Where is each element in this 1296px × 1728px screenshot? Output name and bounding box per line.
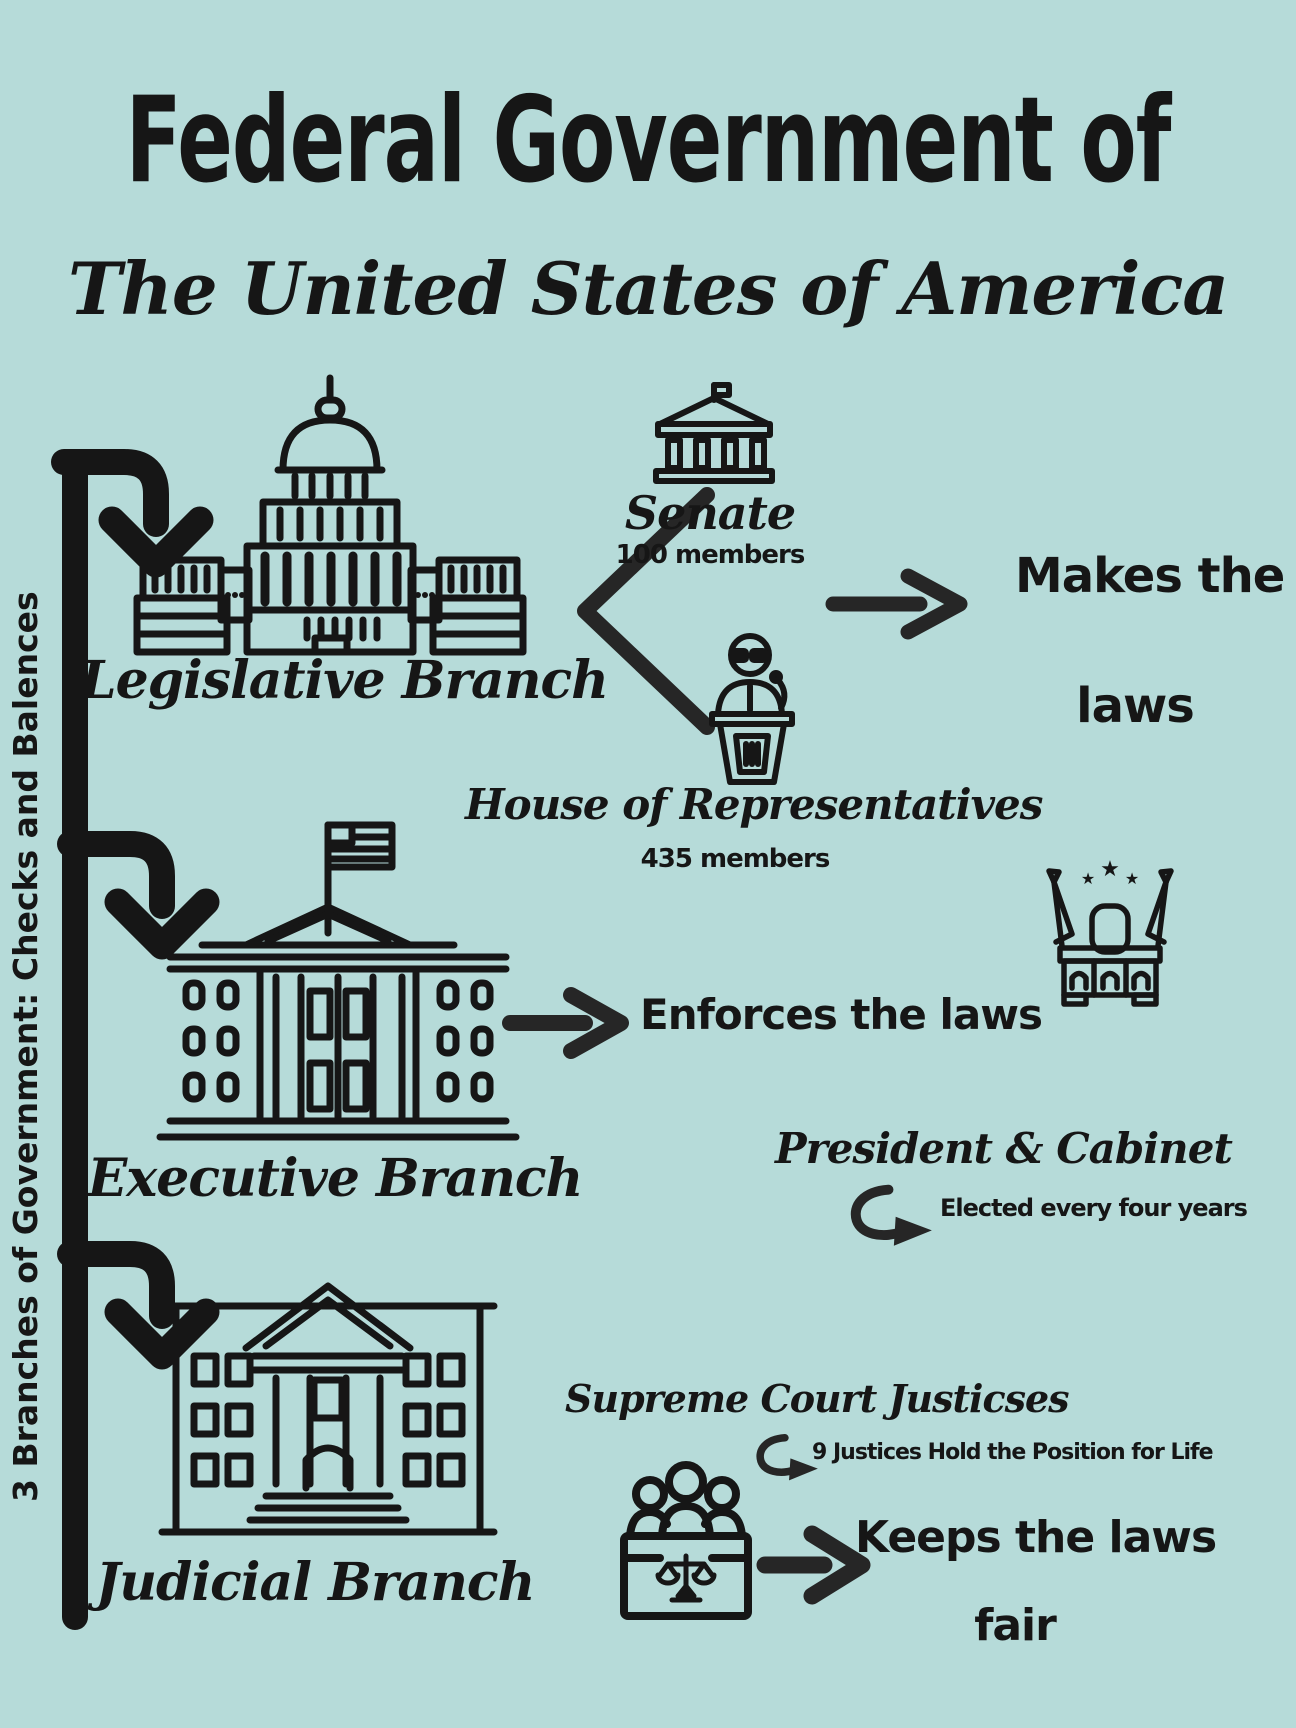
checks-and-balances-vertical-label: 3 Branches of Government: Checks and Bal… (6, 591, 45, 1502)
svg-text:★: ★ (1081, 869, 1095, 888)
page-title: Federal Government of (125, 72, 1172, 210)
judicial-function-line1: Keeps the laws (855, 1512, 1217, 1563)
president-cabinet-label: President & Cabinet (775, 1124, 1233, 1173)
resolute-desk-icon: ★ ★ ★ (1046, 857, 1174, 1007)
elected-note-hook-arrow-icon (850, 1184, 932, 1246)
legislative-function-line1: Makes the (1015, 548, 1285, 604)
senate-building-icon (653, 382, 775, 484)
white-house-icon (156, 821, 520, 1141)
justices-note-hook-arrow-icon (756, 1434, 818, 1481)
executive-branch-label: Executive Branch (87, 1148, 584, 1209)
elbow-arrow-legislative-icon (51, 449, 214, 578)
split-bracket-icon (577, 487, 715, 735)
legislative-branch-label: Legislative Branch (80, 650, 609, 711)
judicial-function-line2: fair (974, 1600, 1057, 1651)
keeps-laws-arrow-icon (756, 1525, 871, 1605)
capitol-building-icon (133, 374, 527, 656)
branches-spine-line (62, 462, 88, 1630)
svg-text:★: ★ (1125, 869, 1139, 888)
house-of-representatives-label: House of Representatives (465, 780, 1043, 829)
courthouse-icon (158, 1282, 498, 1536)
page-subtitle: The United States of America (67, 246, 1229, 331)
speaker-podium-icon (709, 633, 795, 785)
enforces-laws-arrow-icon (502, 987, 629, 1059)
legislative-function-line2: laws (1076, 678, 1195, 734)
elected-every-four-years-note: Elected every four years (940, 1194, 1248, 1222)
nine-justices-note: 9 Justices Hold the Position for Life (812, 1440, 1214, 1465)
house-members-count: 435 members (640, 844, 831, 874)
judicial-branch-label: Judicial Branch (95, 1552, 536, 1613)
elbow-arrow-judicial-icon (57, 1241, 220, 1370)
executive-function-label: Enforces the laws (640, 990, 1043, 1039)
senate-members-count: 100 members (615, 540, 806, 570)
svg-text:★: ★ (1100, 857, 1120, 882)
judges-bench-icon (620, 1461, 752, 1620)
supreme-court-justices-label: Supreme Court Justicses (565, 1376, 1070, 1421)
makes-laws-arrow-icon (825, 568, 968, 640)
senate-label: Senate (624, 486, 796, 540)
elbow-arrow-executive-icon (57, 831, 220, 960)
